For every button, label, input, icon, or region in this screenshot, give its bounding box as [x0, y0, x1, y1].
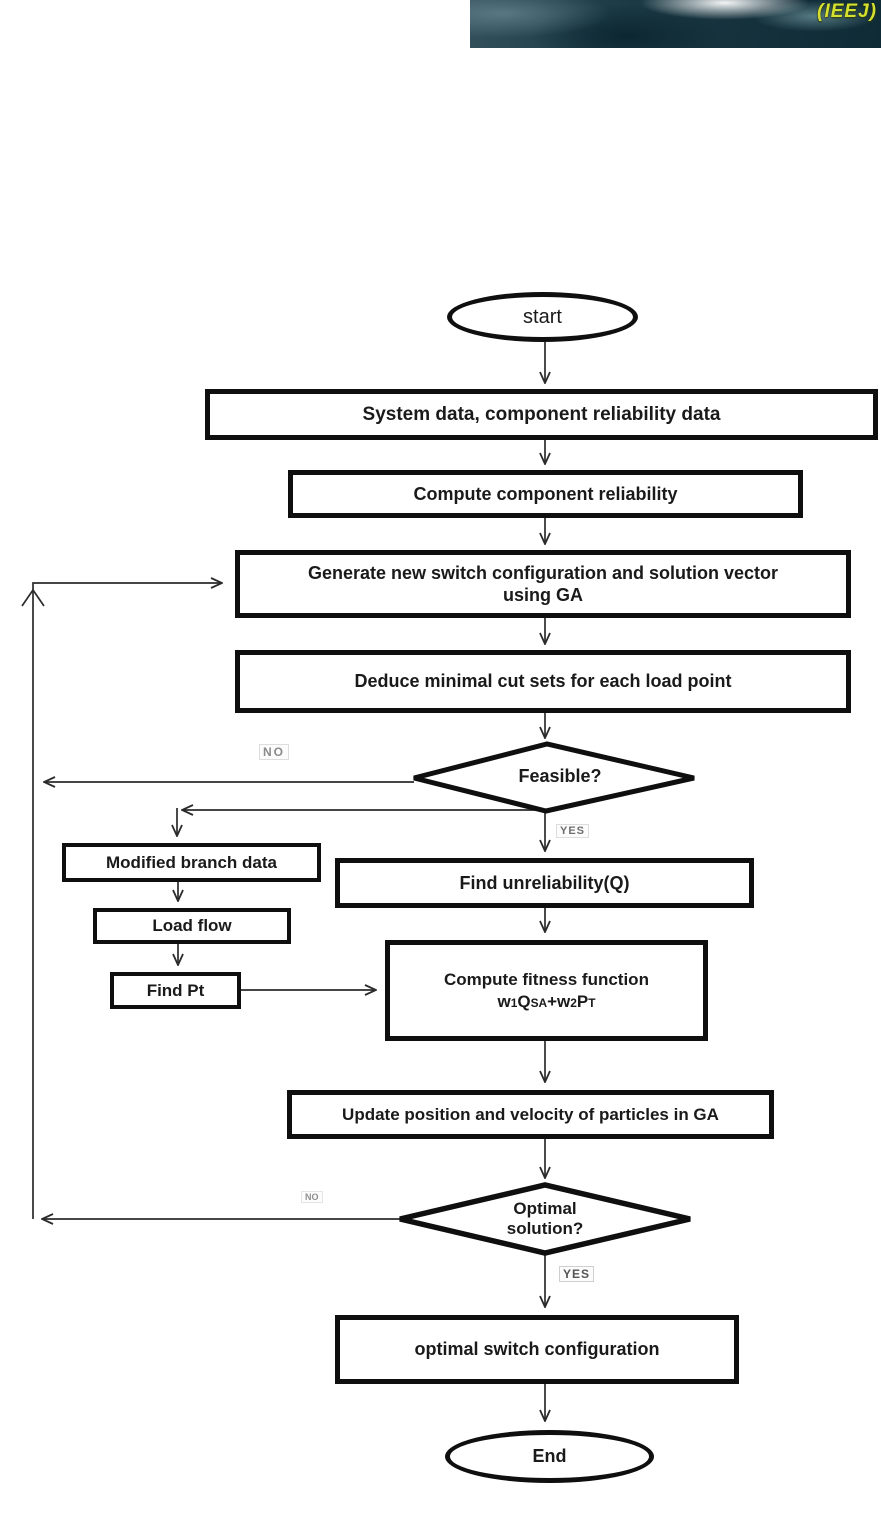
optimal-solution-diamond	[399, 1182, 691, 1256]
update-particles-label: Update position and velocity of particle…	[342, 1104, 719, 1124]
generate-configuration-box: Generate new switch configuration and so…	[235, 550, 851, 618]
formula-part: 2	[570, 995, 577, 1010]
optimal-yes-tag: YES	[559, 1266, 595, 1282]
generate-line1: Generate new switch configuration and so…	[307, 562, 779, 583]
formula-part: w	[497, 991, 511, 1011]
banner-image: (IEEJ)	[470, 0, 881, 48]
start-terminal: start	[447, 292, 638, 342]
find-unreliability-box: Find unreliability(Q)	[335, 858, 754, 908]
deduce-cutsets-box: Deduce minimal cut sets for each load po…	[235, 650, 851, 713]
find-pt-box: Find Pt	[110, 972, 241, 1009]
fitness-function-box: Compute fitness function w1QSA+w2PT	[385, 940, 708, 1041]
update-particles-box: Update position and velocity of particle…	[287, 1090, 774, 1139]
formula-part: 1	[510, 995, 518, 1010]
system-data-box: System data, component reliability data	[205, 389, 878, 440]
load-flow-box: Load flow	[93, 908, 291, 944]
banner-logo-text: (IEEJ)	[817, 1, 877, 22]
fitness-line1: Compute fitness function	[444, 970, 649, 990]
optimal-no-tag: NO	[301, 1191, 323, 1203]
compute-reliability-box: Compute component reliability	[288, 470, 803, 518]
feasible-label: Feasible?	[518, 766, 602, 787]
formula-part: T	[588, 995, 596, 1010]
feedback-line-to-generate	[32, 583, 222, 1219]
fitness-formula: w1QSA+w2PT	[497, 991, 595, 1012]
end-terminal: End	[445, 1430, 654, 1483]
feasible-yes-tag: YES	[556, 824, 590, 838]
end-label: End	[532, 1446, 567, 1467]
system-data-label: System data, component reliability data	[362, 403, 721, 425]
feasible-no-tag: NO	[259, 744, 289, 760]
optimal-line1: Optimal	[513, 1198, 577, 1218]
find-unreliability-label: Find unreliability(Q)	[459, 872, 630, 893]
formula-part: Q	[517, 991, 531, 1011]
optimal-solution-label: Optimal solution?	[465, 1190, 625, 1248]
modified-branch-label: Modified branch data	[106, 852, 277, 872]
optimal-config-box: optimal switch configuration	[335, 1315, 739, 1384]
formula-part: P	[576, 991, 589, 1011]
optimal-line2: solution?	[506, 1219, 584, 1238]
generate-line2: using GA	[503, 585, 583, 605]
formula-part: SA	[530, 995, 548, 1010]
find-pt-label: Find Pt	[146, 980, 205, 1000]
modified-branch-box: Modified branch data	[62, 843, 321, 882]
optimal-config-label: optimal switch configuration	[414, 1339, 660, 1360]
start-label: start	[523, 305, 562, 328]
compute-reliability-label: Compute component reliability	[413, 483, 678, 504]
feedback-up-arrowhead	[21, 588, 45, 607]
load-flow-label: Load flow	[152, 916, 232, 936]
deduce-cutsets-label: Deduce minimal cut sets for each load po…	[354, 671, 732, 692]
formula-part: +w	[547, 991, 571, 1011]
feasible-diamond	[413, 741, 695, 814]
